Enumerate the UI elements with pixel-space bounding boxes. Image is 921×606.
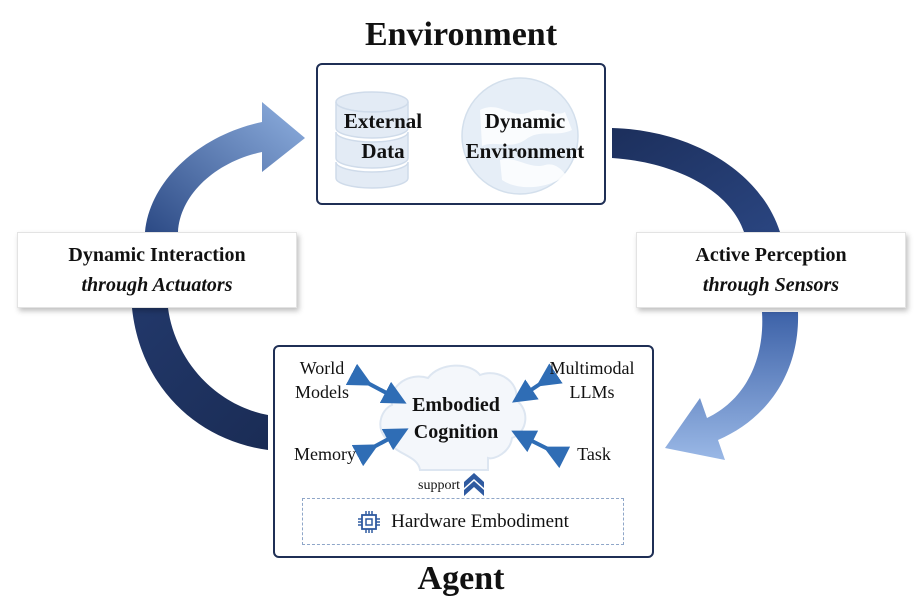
left-label-line1: Dynamic Interaction bbox=[68, 244, 246, 266]
environment-title: Environment bbox=[364, 16, 558, 53]
link-world-models bbox=[345, 363, 407, 404]
world-line: World bbox=[299, 358, 345, 378]
external-data-label: External Data bbox=[328, 106, 438, 166]
arrow-agent-to-actuators bbox=[132, 308, 268, 450]
arrow-sensors-to-agent bbox=[665, 312, 799, 460]
right-label-line2: through Sensors bbox=[702, 274, 840, 296]
chip-icon bbox=[358, 510, 381, 533]
hardware-embodiment-label: Hardware Embodiment bbox=[391, 510, 569, 532]
agent-title: Agent bbox=[417, 560, 505, 597]
left-label-line2: through Actuators bbox=[81, 274, 233, 296]
link-task bbox=[511, 430, 571, 469]
multimodal-llms-label: Multimodal LLMs bbox=[540, 356, 644, 404]
external-data-line1: External bbox=[343, 109, 423, 133]
link-multimodal-llms bbox=[512, 363, 563, 403]
cognition-line: Cognition bbox=[413, 421, 499, 443]
dynamic-environment-label: Dynamic Environment bbox=[450, 106, 600, 166]
world-models-label: World Models bbox=[282, 356, 362, 404]
support-label: support bbox=[418, 478, 460, 493]
task-label: Task bbox=[577, 444, 611, 464]
support-chevrons bbox=[464, 473, 484, 496]
dynamic-environment-line2: Environment bbox=[465, 139, 585, 163]
llms-line: LLMs bbox=[569, 382, 615, 402]
hardware-embodiment-box: Hardware Embodiment bbox=[302, 498, 624, 545]
embodied-cognition-label: Embodied Cognition bbox=[396, 392, 516, 446]
left-label-box: Dynamic Interaction through Actuators bbox=[17, 232, 297, 308]
dynamic-environment-line1: Dynamic bbox=[484, 109, 566, 133]
right-label-box: Active Perception through Sensors bbox=[636, 232, 906, 308]
right-label-line1: Active Perception bbox=[695, 244, 847, 266]
memory-label: Memory bbox=[294, 444, 356, 464]
arrow-actuators-to-environment bbox=[145, 102, 305, 232]
models-line: Models bbox=[295, 382, 349, 402]
multimodal-line: Multimodal bbox=[549, 358, 635, 378]
link-memory bbox=[351, 428, 409, 467]
arrow-environment-to-sensors bbox=[612, 128, 780, 232]
external-data-line2: Data bbox=[361, 139, 405, 163]
embodied-line: Embodied bbox=[412, 394, 500, 416]
